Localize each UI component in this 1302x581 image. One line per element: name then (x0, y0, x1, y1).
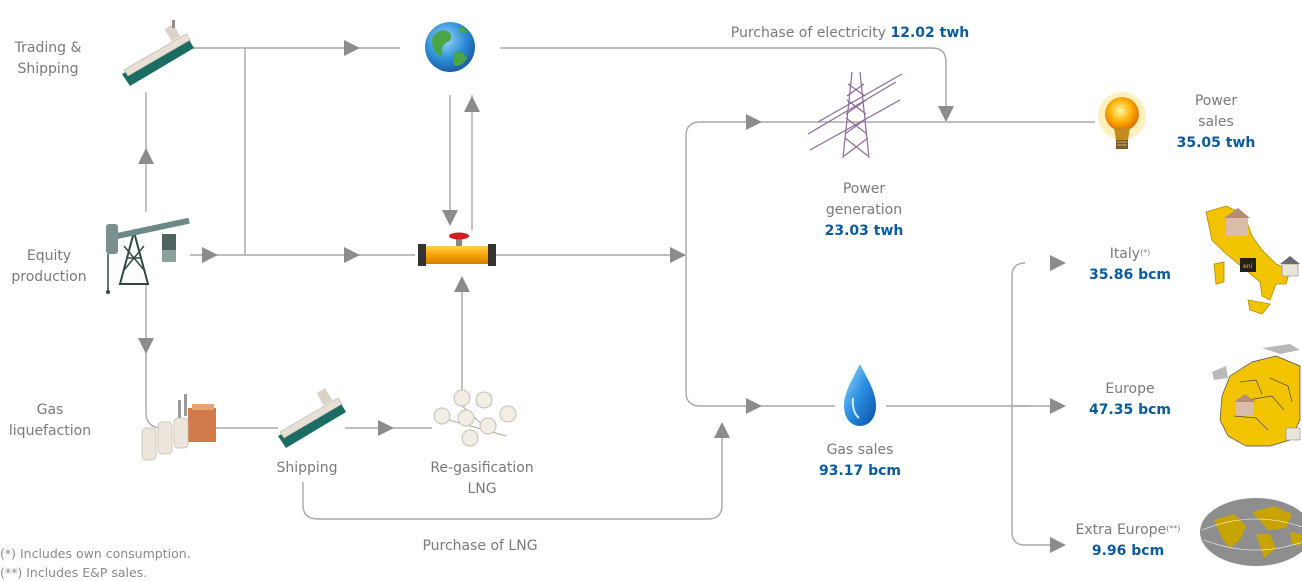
arrow-right-icon (202, 247, 218, 263)
globe-icon (425, 22, 475, 72)
arrow-right-icon (1050, 398, 1066, 414)
flow-label: Purchase of LNG (422, 538, 538, 554)
flow-label: Purchase of electricity (730, 25, 887, 41)
node-value: 23.03 twh (824, 223, 904, 239)
footnote-marker: (*) (1140, 248, 1151, 257)
arrow-up-icon (464, 96, 480, 112)
node-label: Shipping (17, 61, 79, 77)
node-label: Power (842, 181, 886, 197)
europe-map-icon (1212, 344, 1301, 447)
node-label: LNG (467, 481, 497, 497)
node-extra-europe: Extra Europe(**) 9.96 bcm (1060, 520, 1196, 562)
footnote-ep-sales: (**) Includes E&P sales. (0, 565, 148, 580)
node-europe: Europe 47.35 bcm (1070, 379, 1190, 421)
tanker-icon (122, 20, 194, 86)
connector-lines (145, 47, 1095, 546)
node-value: 47.35 bcm (1088, 402, 1172, 418)
arrow-up-icon (454, 276, 470, 292)
node-label: Gas sales (826, 442, 894, 458)
node-equity-production: Equity production (0, 246, 98, 288)
node-label: production (11, 269, 87, 285)
node-shipping: Shipping (262, 458, 352, 479)
node-label: Europe (1105, 381, 1155, 397)
node-value: 93.17 bcm (818, 463, 902, 479)
pipeline-valve-icon (418, 232, 496, 266)
power-pylon-icon (807, 71, 903, 159)
node-label: liquefaction (8, 423, 92, 439)
line-purchase-lng (302, 430, 723, 520)
node-value: 35.05 twh (1176, 135, 1256, 151)
node-label: Power (1194, 93, 1238, 109)
arrow-down-icon (138, 338, 154, 354)
line-globe-purchase-electricity (500, 47, 947, 112)
node-label: Trading & (14, 40, 82, 56)
flow-value: 12.02 twh (890, 25, 970, 41)
node-gas-liquefaction: Gas liquefaction (0, 400, 100, 442)
line-split-vertical (685, 121, 835, 407)
node-power-generation: Power generation 23.03 twh (804, 179, 924, 242)
arrow-right-icon (378, 420, 394, 436)
footnote-marker: (**) (1166, 524, 1181, 533)
arrow-right-icon (344, 247, 360, 263)
node-label: Extra Europe (1075, 522, 1167, 538)
arrowheads (138, 40, 1066, 553)
arrow-right-icon (1050, 537, 1066, 553)
node-value: 9.96 bcm (1091, 543, 1165, 559)
svg-text:eni: eni (1243, 263, 1252, 270)
node-label: Italy (1109, 246, 1141, 262)
regas-spheres-icon (433, 389, 517, 447)
node-value: 35.86 bcm (1088, 267, 1172, 283)
flow-purchase-electricity: Purchase of electricity 12.02 twh (700, 23, 1000, 44)
node-label: sales (1198, 114, 1234, 130)
pumpjack-icon (106, 217, 190, 294)
tanker-icon (278, 388, 346, 448)
node-gas-sales: Gas sales 93.17 bcm (800, 440, 920, 482)
node-label: Gas (36, 402, 64, 418)
node-label: Shipping (276, 460, 338, 476)
arrow-right-icon (670, 247, 686, 263)
node-label: Re-gasification (430, 460, 534, 476)
gas-drop-icon (844, 364, 876, 426)
arrow-down-icon (938, 106, 954, 122)
line-gas-distribution (1011, 262, 1060, 546)
world-map-icon (1200, 498, 1302, 566)
node-regasification: Re-gasification LNG (412, 458, 552, 500)
node-trading-shipping: Trading & Shipping (0, 38, 96, 80)
arrow-up-icon (714, 422, 730, 438)
lng-plant-icon (141, 394, 216, 461)
lightbulb-icon (1098, 92, 1146, 149)
node-label: Equity (26, 248, 72, 264)
arrow-right-icon (344, 40, 360, 56)
arrow-right-icon (1050, 255, 1066, 271)
node-italy: Italy(*) 35.86 bcm (1070, 244, 1190, 286)
node-label: generation (825, 202, 903, 218)
arrow-down-icon (442, 210, 458, 226)
arrow-right-icon (746, 398, 762, 414)
italy-map-icon: eni (1205, 205, 1300, 315)
arrow-up-icon (138, 148, 154, 164)
flow-purchase-lng: Purchase of LNG (380, 536, 580, 557)
node-power-sales: Power sales 35.05 twh (1166, 91, 1266, 154)
line-equity-down (145, 285, 163, 429)
footnote-own-consumption: (*) Includes own consumption. (0, 546, 191, 561)
arrow-right-icon (746, 114, 762, 130)
